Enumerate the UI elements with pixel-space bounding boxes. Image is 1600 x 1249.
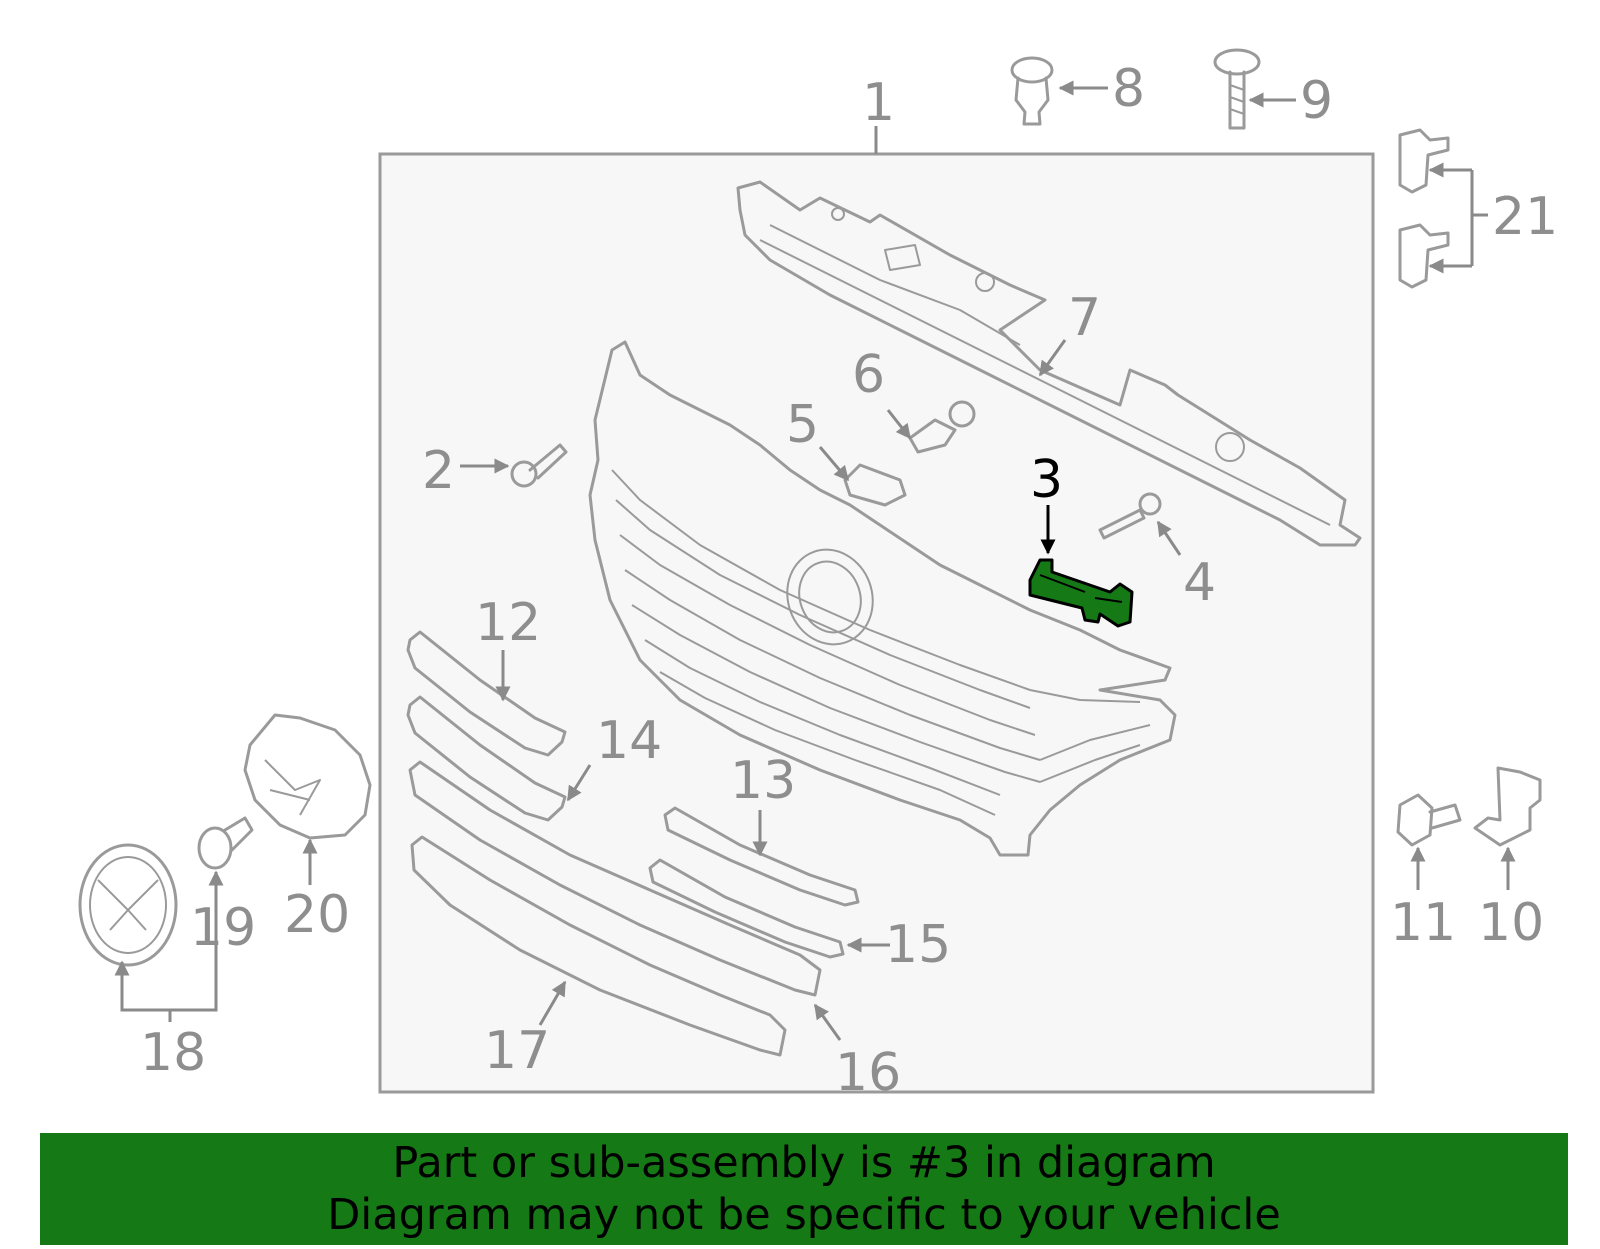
part-14-molding (406, 695, 567, 822)
part-15-molding (648, 858, 845, 959)
callout-10: 10 (1478, 893, 1544, 953)
assembly-frame (378, 152, 1375, 1094)
part-21-clips (1398, 128, 1488, 289)
callout-11: 11 (1390, 893, 1456, 953)
callout-6: 6 (852, 345, 885, 405)
part-5-clip (843, 463, 907, 507)
callout-14: 14 (596, 711, 662, 771)
callout-4: 4 (1183, 553, 1216, 613)
part-17-molding (410, 835, 787, 1057)
part-16-molding (408, 760, 822, 997)
part-1-grille (588, 340, 1177, 857)
part-13-molding (663, 806, 860, 907)
part-10-bracket-clip (1473, 766, 1542, 847)
callout-9: 9 (1300, 71, 1333, 131)
callout-3: 3 (1030, 450, 1063, 510)
callout-21: 21 (1492, 187, 1558, 247)
callout-19: 19 (190, 898, 256, 958)
part-20-housing (243, 713, 372, 840)
callout-8: 8 (1112, 59, 1145, 119)
callout-20: 20 (284, 885, 350, 945)
callout-13: 13 (730, 751, 796, 811)
part-9-screw (1213, 48, 1261, 130)
callout-5: 5 (786, 395, 819, 455)
part-18-emblem (78, 843, 224, 1022)
banner-line-1: Part or sub-assembly is #3 in diagram (392, 1138, 1216, 1188)
callout-1: 1 (862, 73, 895, 133)
part-3-bracket (1028, 558, 1134, 628)
info-banner: Part or sub-assembly is #3 in diagram Di… (40, 1133, 1568, 1245)
callout-16: 16 (835, 1043, 901, 1103)
callout-2: 2 (422, 441, 455, 501)
callout-7: 7 (1068, 288, 1101, 348)
part-7-upper-support (736, 180, 1362, 547)
banner-line-2: Diagram may not be specific to your vehi… (327, 1190, 1281, 1240)
part-2-bolt (510, 443, 568, 488)
part-12-molding (406, 630, 567, 757)
callout-17: 17 (484, 1021, 550, 1081)
part-19-grommet (197, 816, 254, 870)
part-6-fastener (908, 400, 976, 454)
callout-18: 18 (140, 1023, 206, 1083)
part-11-bolt-clip (1396, 793, 1462, 847)
callout-12: 12 (475, 593, 541, 653)
part-4-bolt (1098, 492, 1162, 540)
callout-15: 15 (885, 915, 951, 975)
part-8-push-pin (1010, 56, 1054, 126)
